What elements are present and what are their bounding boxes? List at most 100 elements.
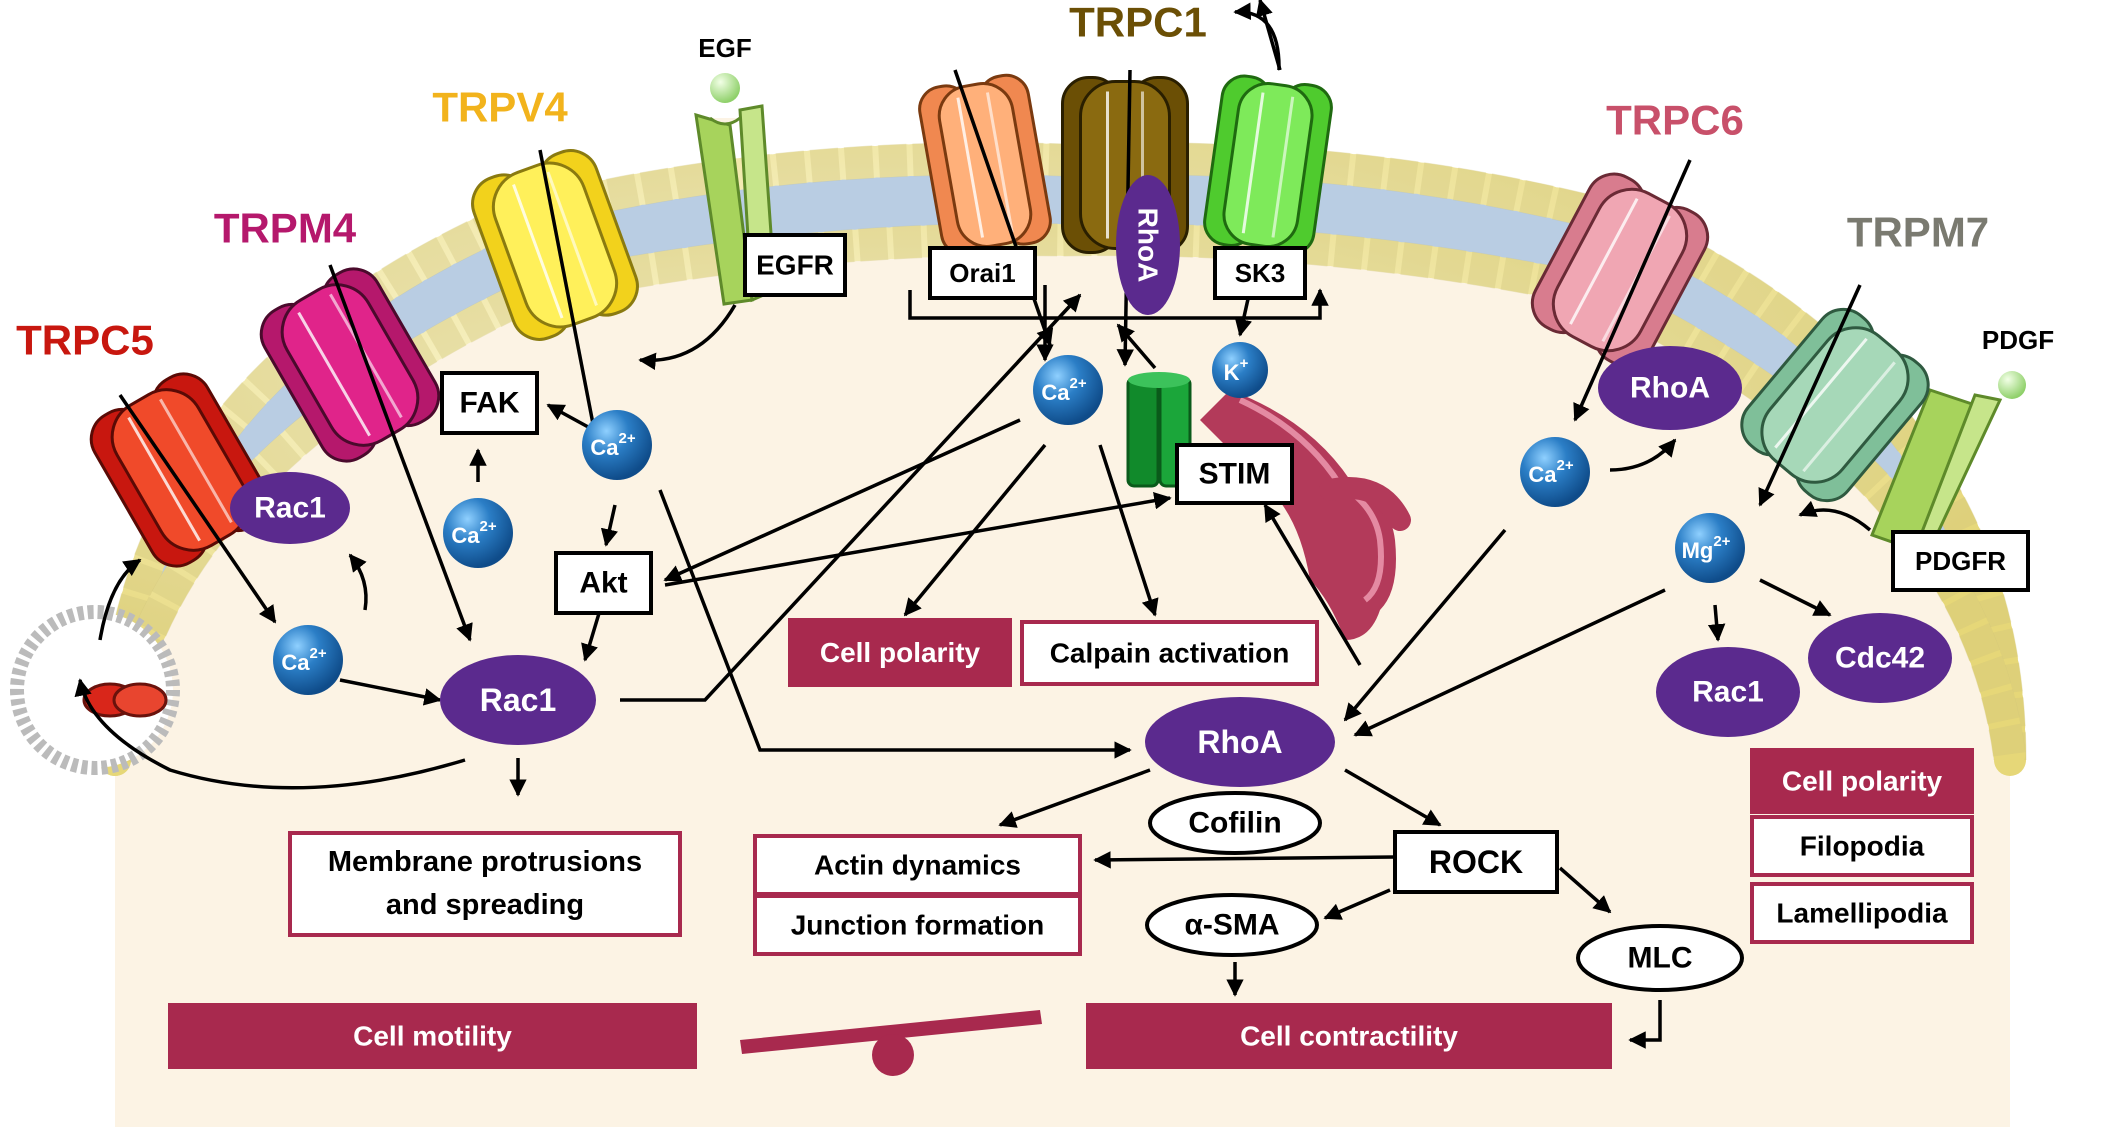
- rhoa-central-label: RhoA: [1197, 724, 1282, 760]
- rhoa-trpc1: RhoA: [1116, 175, 1180, 315]
- egfr-box-label: EGFR: [756, 250, 834, 281]
- stim-to-trpc1-arrow: [1116, 323, 1157, 370]
- akt-to-stim-arrow: [664, 492, 1172, 587]
- rac1-central-label: Rac1: [480, 682, 557, 718]
- ca-ion-trpc1: Ca2+: [1033, 355, 1103, 425]
- rac1-to-vesicle-arrow: [74, 678, 466, 790]
- ca-ion-trpc6: Ca2+: [1520, 437, 1590, 507]
- mg-to-rac1-arrow: [1707, 604, 1726, 642]
- ca-ion-trpc6-label: Ca2+: [1528, 457, 1573, 487]
- rhoa-trpc6-label: RhoA: [1630, 372, 1710, 405]
- mg-ion-label: Mg2+: [1682, 533, 1731, 563]
- cell-motility: Cell motility: [168, 1003, 697, 1069]
- egfr-box: EGFR: [743, 233, 847, 297]
- lamellipodia-label: Lamellipodia: [1776, 898, 1948, 929]
- ca-to-cell-polarity-arrow: [903, 443, 1047, 617]
- mg-ion: Mg2+: [1675, 513, 1745, 583]
- cdc42: Cdc42: [1808, 613, 1952, 703]
- filopodia: Filopodia: [1750, 815, 1974, 877]
- filopodia-label: Filopodia: [1800, 831, 1925, 862]
- trpm4-to-rac1-arrow: [328, 264, 473, 642]
- ca-ion-fak: Ca2+: [443, 498, 513, 568]
- cell-polarity-center: Cell polarity: [788, 618, 1012, 687]
- membrane-protrusions-box: Membrane protrusions and spreading: [288, 831, 682, 937]
- sk3-to-trpc1-top-arrow: [1233, 2, 1281, 71]
- cell-contractility: Cell contractility: [1086, 1003, 1612, 1069]
- cell-motility-label: Cell motility: [353, 1021, 512, 1052]
- ca-to-akt-left-arrow: [663, 418, 1021, 582]
- rac1-trpc5-label: Rac1: [254, 492, 326, 525]
- rhoa-trpc1-label: RhoA: [1133, 208, 1164, 283]
- cofilin: Cofilin: [1148, 791, 1322, 855]
- mlc-to-contractility-arrow: [1628, 1000, 1662, 1049]
- pdgfr-to-mg-arrow: [1798, 500, 1872, 532]
- orai1-box-label: Orai1: [949, 258, 1016, 288]
- calpain-activation: Calpain activation: [1020, 620, 1319, 686]
- ca-to-akt-arrow: [600, 504, 618, 547]
- rhoa-to-stim-arrow: [1263, 503, 1362, 666]
- trpm7-through-arrow: [1758, 284, 1862, 507]
- actin-dynamics-label: Actin dynamics: [814, 850, 1021, 881]
- trpc6-label: TRPC6: [1606, 97, 1744, 144]
- rock-box: ROCK: [1393, 830, 1559, 894]
- sk3-box-label: SK3: [1235, 258, 1286, 288]
- egfr-to-trpv4ca-arrow: [638, 304, 737, 371]
- rock-box-label: ROCK: [1429, 844, 1523, 880]
- trpm7-channel: [1740, 307, 1930, 503]
- ca-ion-trpc5: Ca2+: [273, 625, 343, 695]
- complex-bracket: [908, 288, 1329, 320]
- rac1-trpm7-label: Rac1: [1692, 676, 1764, 709]
- ca-to-rac1-up-arrow: [348, 553, 368, 611]
- egf-label: EGF: [698, 33, 751, 63]
- ca-to-rhoa-trpc6-arrow: [1609, 438, 1677, 472]
- mlc: MLC: [1576, 924, 1744, 992]
- sk3-box: SK3: [1213, 246, 1307, 300]
- trpv4ca-to-rhoa-arrow: [658, 489, 1132, 759]
- trpc5-through-arrow: [118, 394, 277, 624]
- fak-box-label: FAK: [460, 387, 520, 420]
- cofilin-label: Cofilin: [1188, 807, 1281, 840]
- stim-box-label: STIM: [1199, 458, 1271, 491]
- vesicle-to-trpc5-arrow: [98, 558, 142, 641]
- rac1-trpc5: Rac1: [230, 472, 350, 544]
- rac1-trpm7: Rac1: [1656, 647, 1800, 737]
- sk3-up-path: [1255, 0, 1282, 71]
- mg-to-rhoa-arrow: [1353, 588, 1666, 737]
- junction-formation-label: Junction formation: [791, 910, 1045, 941]
- membrane-protrusions-line1: Membrane protrusions: [328, 846, 642, 878]
- ca-ion-trpc5-label: Ca2+: [281, 645, 326, 675]
- pdgf-ligand: [1998, 371, 2026, 399]
- rhoa-central: RhoA: [1145, 697, 1335, 787]
- trpc6-channel: [1530, 172, 1710, 368]
- vesicle: [10, 605, 180, 775]
- seesaw-balance: [740, 1010, 1042, 1076]
- rac1-to-trpc1-arrow: [620, 293, 1082, 702]
- trpc6ca-to-rhoa-arrow: [1343, 528, 1507, 722]
- alpha-sma-label: α-SMA: [1184, 909, 1279, 942]
- mg-to-cdc42-arrow: [1759, 578, 1832, 617]
- calpain-activation-label: Calpain activation: [1050, 638, 1290, 669]
- trpv4-through-arrow: [538, 149, 606, 462]
- trpc5-label: TRPC5: [16, 317, 154, 364]
- vesicle-channel: [82, 682, 168, 718]
- ca-to-rac1-arrow: [339, 678, 442, 706]
- akt-to-rac1-arrow: [581, 609, 602, 662]
- rock-to-actin-arrow: [1093, 851, 1396, 869]
- akt-box: Akt: [554, 551, 653, 615]
- ca-ion-trpv4-label: Ca2+: [590, 430, 635, 460]
- pdgf-label: PDGF: [1982, 325, 2054, 355]
- k-ion-label: K+: [1224, 355, 1249, 385]
- cell-polarity-right: Cell polarity: [1750, 748, 1974, 814]
- sk3-channel: [1203, 74, 1333, 256]
- rhoa-trpc6: RhoA: [1598, 346, 1742, 430]
- orai1-box: Orai1: [928, 246, 1037, 300]
- trpm7-label: TRPM7: [1847, 209, 1989, 256]
- ca-ion-trpv4: Ca2+: [582, 410, 652, 480]
- rac1-central: Rac1: [440, 655, 596, 745]
- cdc42-label: Cdc42: [1835, 642, 1925, 675]
- akt-box-label: Akt: [579, 567, 627, 600]
- membrane-protrusions-line2: and spreading: [386, 889, 584, 921]
- orai1-channel: [918, 73, 1052, 257]
- ca-ion-trpc1-label: Ca2+: [1041, 375, 1086, 405]
